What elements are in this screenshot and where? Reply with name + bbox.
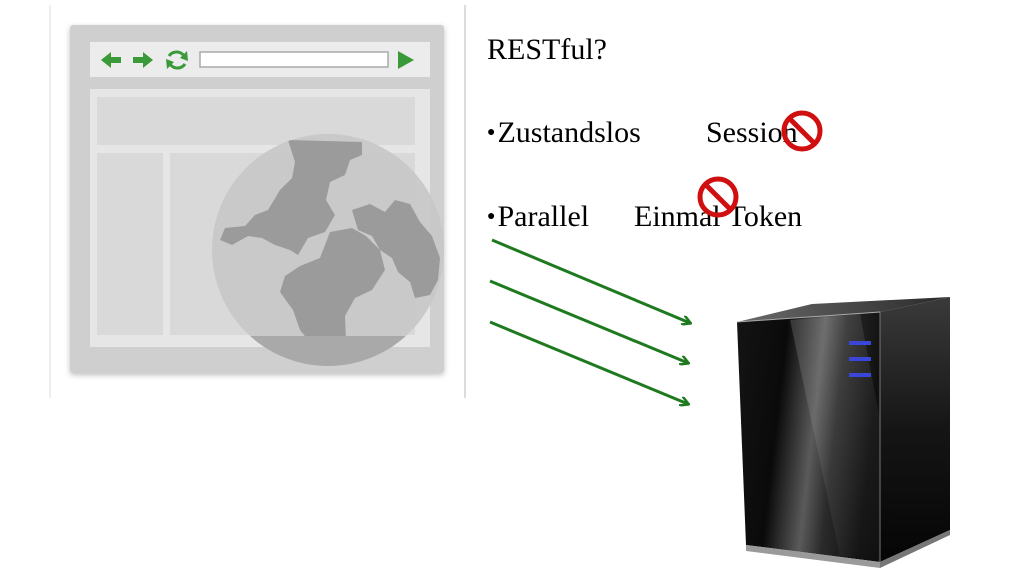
page-sidebar-block xyxy=(97,153,163,335)
bullet-label-zustandslos: Zustandslos xyxy=(497,116,641,149)
page-header-block xyxy=(97,97,415,145)
bullet-label-session: Session xyxy=(706,116,798,149)
back-arrow-icon xyxy=(101,52,121,68)
bullet-dot: ● xyxy=(487,209,496,225)
web-browser-window-icon xyxy=(49,5,466,398)
server-led xyxy=(849,341,871,345)
forward-arrow-icon xyxy=(133,52,153,68)
server-led xyxy=(849,357,871,361)
bullet-zustandslos: ●Zustandslos xyxy=(487,118,641,148)
bullet-label-parallel: Parallel xyxy=(497,200,590,233)
request-arrow-icon xyxy=(491,238,690,323)
go-arrow-icon xyxy=(398,51,414,69)
request-arrow-icon xyxy=(489,279,688,363)
server-tower-icon xyxy=(736,297,950,568)
bullet-parallel: ●Parallel xyxy=(487,202,589,232)
bullet-dot: ● xyxy=(487,125,496,141)
request-arrow-icon xyxy=(489,320,688,404)
server-led xyxy=(849,373,871,377)
reload-icon xyxy=(166,50,188,70)
bullet-label-einmal-token: Einmal Token xyxy=(634,200,803,233)
slide-title: RESTful? xyxy=(487,33,607,66)
address-bar xyxy=(199,51,389,68)
